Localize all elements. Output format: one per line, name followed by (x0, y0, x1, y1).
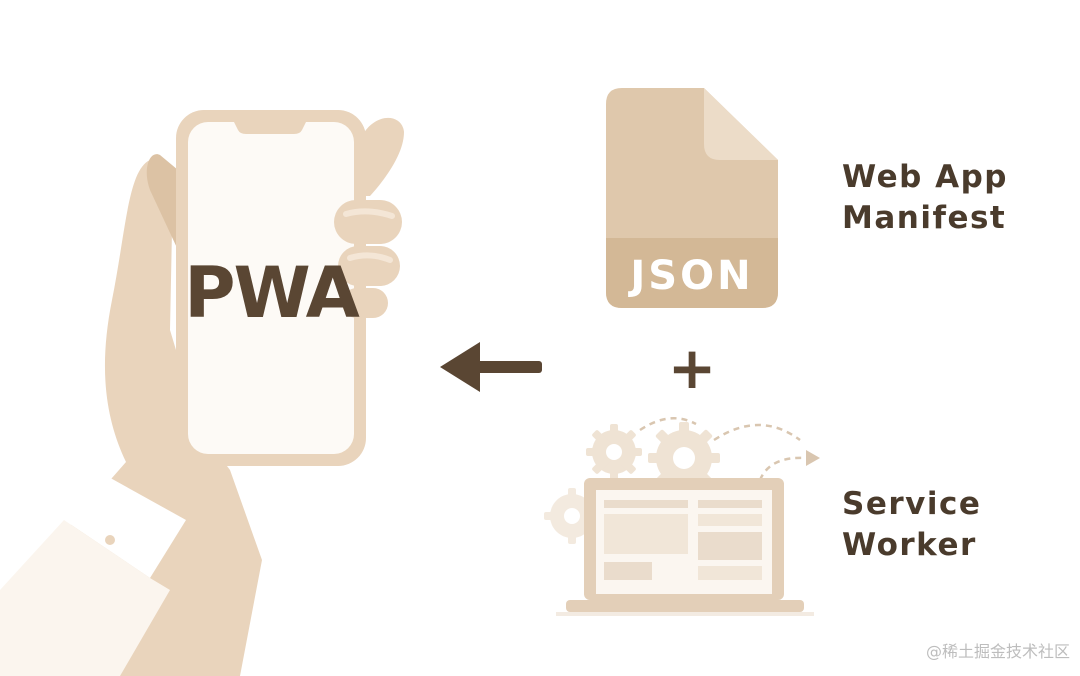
flow-path (713, 423, 801, 442)
gear-icon-side (544, 488, 600, 544)
json-file-icon: JSON (606, 88, 778, 308)
hand-holding-phone-illustration: PWA (0, 110, 404, 676)
service-worker-label: Service Worker (842, 484, 981, 566)
flow-path (758, 456, 807, 481)
plus-sign: + (668, 334, 717, 402)
manifest-line-1: Web App (842, 159, 1008, 195)
manifest-line-2: Manifest (842, 200, 1007, 236)
laptop-base (566, 600, 804, 612)
web-app-manifest-label: Web App Manifest (842, 157, 1008, 239)
sw-line-2: Worker (842, 527, 977, 563)
cuff-button (105, 535, 115, 545)
json-label: JSON (627, 253, 753, 299)
phone-notch (234, 122, 306, 134)
finger-3 (342, 288, 388, 318)
hand-index-finger (360, 117, 404, 196)
shirt-cuff (64, 470, 186, 578)
shirt-sleeve (0, 520, 170, 676)
gear-icon-large (648, 422, 720, 494)
service-worker-illustration (544, 417, 820, 616)
flow-path (639, 417, 697, 432)
sw-line-1: Service (842, 486, 982, 522)
left-arrow-icon (440, 342, 542, 392)
watermark-text: @稀土掘金技术社区 (925, 642, 1070, 661)
flow-arrowhead (806, 450, 820, 466)
pwa-logo: PWA (184, 252, 359, 334)
phone-screen (188, 122, 354, 454)
gear-icon-small (586, 424, 642, 480)
hand-thumb (146, 154, 178, 250)
finger-1 (334, 200, 402, 244)
